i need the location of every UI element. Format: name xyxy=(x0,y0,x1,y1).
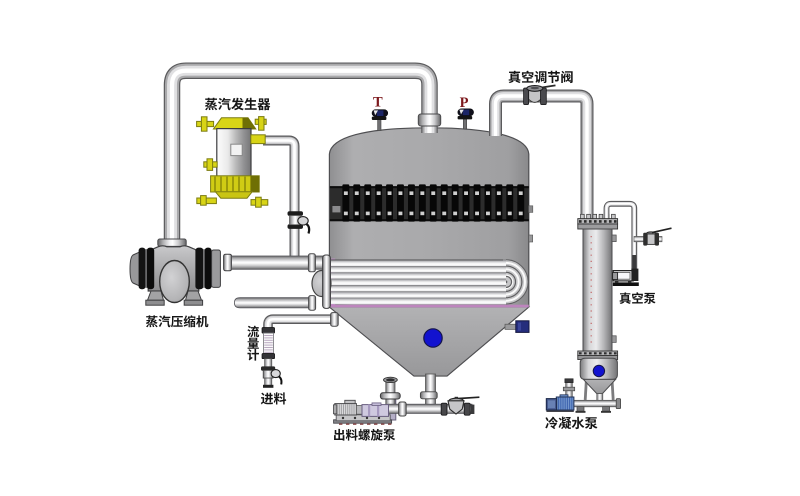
svg-text:T: T xyxy=(373,95,383,111)
svg-text:P: P xyxy=(460,95,469,111)
